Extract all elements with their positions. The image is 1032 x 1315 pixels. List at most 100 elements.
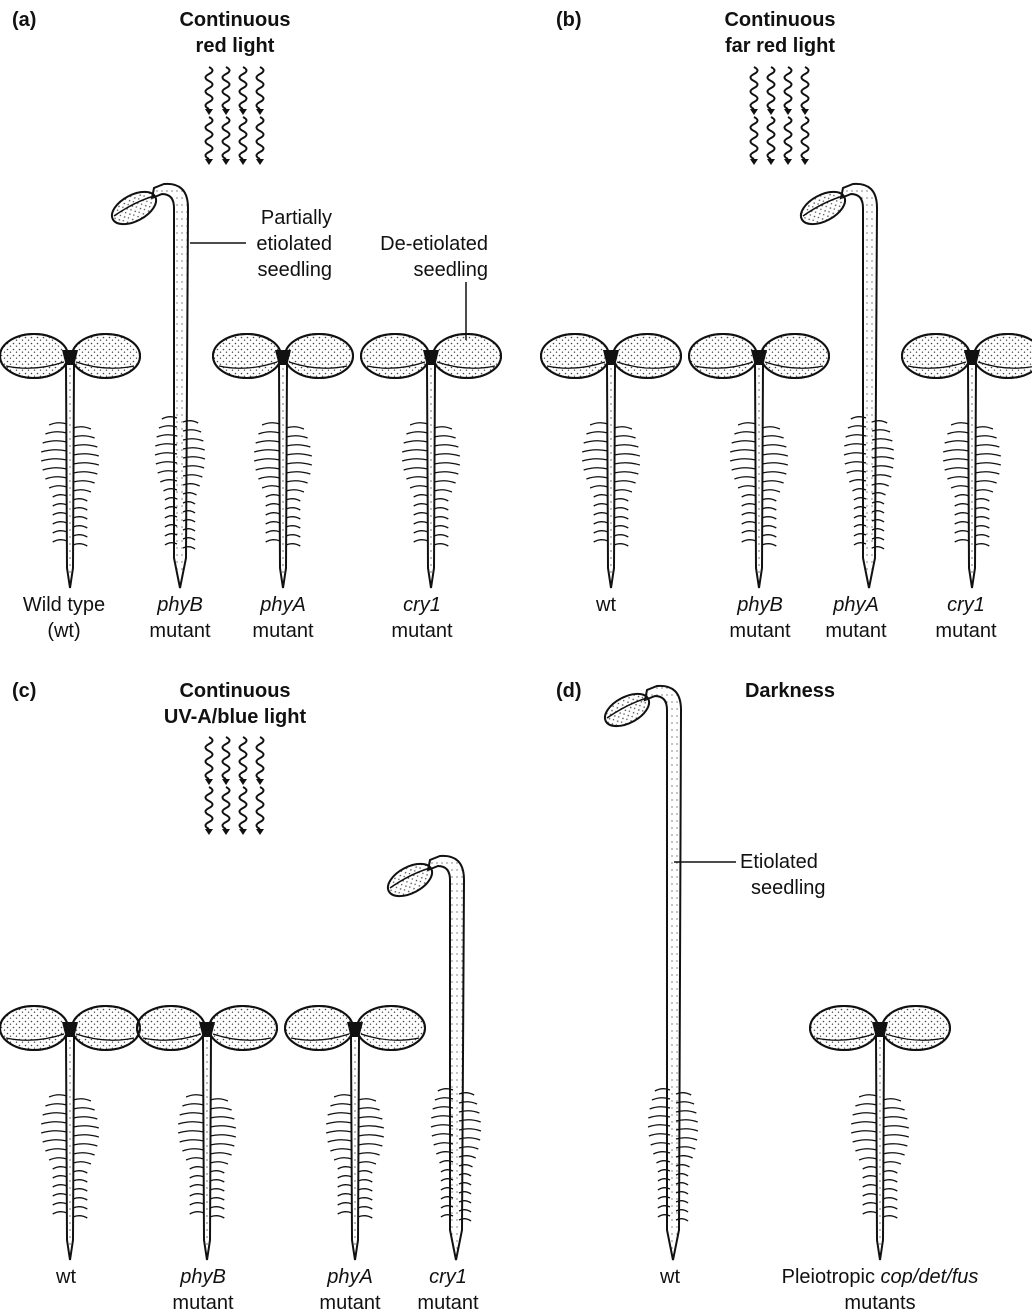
light-ray-icon: [802, 117, 809, 159]
arrowhead-icon: [750, 109, 758, 115]
panel-d: (d) Darkness Etiolated seedling wt Pleio…: [556, 680, 978, 1314]
arrowhead-icon: [256, 109, 264, 115]
light-ray-icon: [257, 67, 264, 109]
panel-c-tag: (c): [12, 680, 36, 702]
seedling-wt-d: [600, 686, 698, 1260]
plant-label-cry1-a-mutant: mutant: [391, 620, 453, 642]
plant-label-phyB-c-mutant: mutant: [172, 1292, 234, 1314]
plant-label-wt-a-bottom: (wt): [47, 620, 80, 642]
callout-partial-line2: etiolated: [256, 233, 332, 255]
arrowhead-icon: [801, 109, 809, 115]
arrowhead-icon: [256, 159, 264, 165]
arrowhead-icon: [239, 779, 247, 785]
plant-label-phyB-a-mutant: mutant: [149, 620, 211, 642]
light-ray-icon: [206, 117, 213, 159]
panel-d-tag: (d): [556, 680, 582, 702]
light-ray-icon: [802, 67, 809, 109]
plant-label-phyA-a-mutant: mutant: [252, 620, 314, 642]
seedling-cop-d: [810, 1006, 950, 1260]
panel-a-condition-line2: red light: [196, 35, 275, 57]
light-ray-icon: [768, 117, 775, 159]
light-ray-icon: [223, 787, 230, 829]
arrowhead-icon: [801, 159, 809, 165]
panel-c-condition-line2: UV-A/blue light: [164, 706, 307, 728]
seedling-phyA-b: [796, 184, 894, 588]
arrowhead-icon: [205, 829, 213, 835]
arrowhead-icon: [222, 779, 230, 785]
arrowhead-icon: [256, 829, 264, 835]
plant-label-cry1-c-mutant: mutant: [417, 1292, 479, 1314]
plant-label-cry1-c: cry1: [429, 1266, 467, 1288]
light-ray-icon: [223, 737, 230, 779]
seedlings: [0, 184, 1032, 1260]
light-ray-icon: [257, 117, 264, 159]
panel-a: (a) Continuous red light Partially etiol…: [12, 9, 488, 642]
light-arrows-icon: [205, 737, 264, 835]
arrowhead-icon: [784, 159, 792, 165]
plant-label-cry1-b: cry1: [947, 594, 985, 616]
plant-label-phyB-a: phyB: [156, 594, 203, 616]
seedling-phyB-b: [689, 334, 829, 588]
panel-a-tag: (a): [12, 9, 36, 31]
arrowhead-icon: [767, 159, 775, 165]
light-ray-icon: [785, 117, 792, 159]
plant-label-cop-d: Pleiotropic cop/det/fus: [782, 1266, 979, 1288]
plant-label-phyA-c: phyA: [326, 1266, 373, 1288]
arrowhead-icon: [256, 779, 264, 785]
panel-c: (c) Continuous UV-A/blue light wt phyB m…: [12, 680, 479, 1314]
light-ray-icon: [223, 117, 230, 159]
panel-a-condition-line1: Continuous: [179, 9, 290, 31]
panel-c-condition-line1: Continuous: [179, 680, 290, 702]
plant-label-wt-c: wt: [55, 1266, 76, 1288]
plant-label-wt-d: wt: [659, 1266, 680, 1288]
arrowhead-icon: [784, 109, 792, 115]
plant-label-cop-d-mutants: mutants: [844, 1292, 915, 1314]
panel-b: (b) Continuous far red light wt phyB mut…: [556, 9, 997, 642]
light-ray-icon: [240, 117, 247, 159]
seedling-phyB-a: [107, 184, 205, 588]
panel-b-tag: (b): [556, 9, 582, 31]
plant-label-wt-b: wt: [595, 594, 616, 616]
light-ray-icon: [240, 737, 247, 779]
arrowhead-icon: [205, 109, 213, 115]
light-ray-icon: [257, 737, 264, 779]
callout-etiolated-line1: Etiolated: [740, 851, 818, 873]
arrowhead-icon: [239, 829, 247, 835]
light-arrows-icon: [205, 67, 264, 165]
light-ray-icon: [240, 67, 247, 109]
callout-partial-line1: Partially: [261, 207, 332, 229]
plant-label-phyA-c-mutant: mutant: [319, 1292, 381, 1314]
light-ray-icon: [751, 117, 758, 159]
light-arrows-icon: [750, 67, 809, 165]
seedling-cry1-c: [383, 856, 481, 1260]
arrowhead-icon: [205, 779, 213, 785]
arrowhead-icon: [222, 109, 230, 115]
seedling-phyA-c: [285, 1006, 425, 1260]
light-ray-icon: [223, 67, 230, 109]
plant-label-cry1-a: cry1: [403, 594, 441, 616]
light-ray-icon: [751, 67, 758, 109]
seedling-wt-a: [0, 334, 140, 588]
callout-deetiolated-line1: De-etiolated: [380, 233, 488, 255]
seedling-phyA-a: [213, 334, 353, 588]
arrowhead-icon: [767, 109, 775, 115]
seedling-phyB-c: [137, 1006, 277, 1260]
arrowhead-icon: [205, 159, 213, 165]
callout-deetiolated-line2: seedling: [413, 259, 488, 281]
panel-b-condition-line1: Continuous: [724, 9, 835, 31]
plant-label-phyA-b-mutant: mutant: [825, 620, 887, 642]
panel-b-condition-line2: far red light: [725, 35, 835, 57]
plant-label-wt-a-top: Wild type: [23, 594, 105, 616]
arrowhead-icon: [239, 159, 247, 165]
plant-label-phyB-c: phyB: [179, 1266, 226, 1288]
arrowhead-icon: [750, 159, 758, 165]
plant-label-phyA-a: phyA: [259, 594, 306, 616]
plant-label-phyA-b: phyA: [832, 594, 879, 616]
plant-label-cry1-b-mutant: mutant: [935, 620, 997, 642]
light-ray-icon: [785, 67, 792, 109]
light-ray-icon: [257, 787, 264, 829]
arrowhead-icon: [222, 829, 230, 835]
plant-label-phyB-b: phyB: [736, 594, 783, 616]
